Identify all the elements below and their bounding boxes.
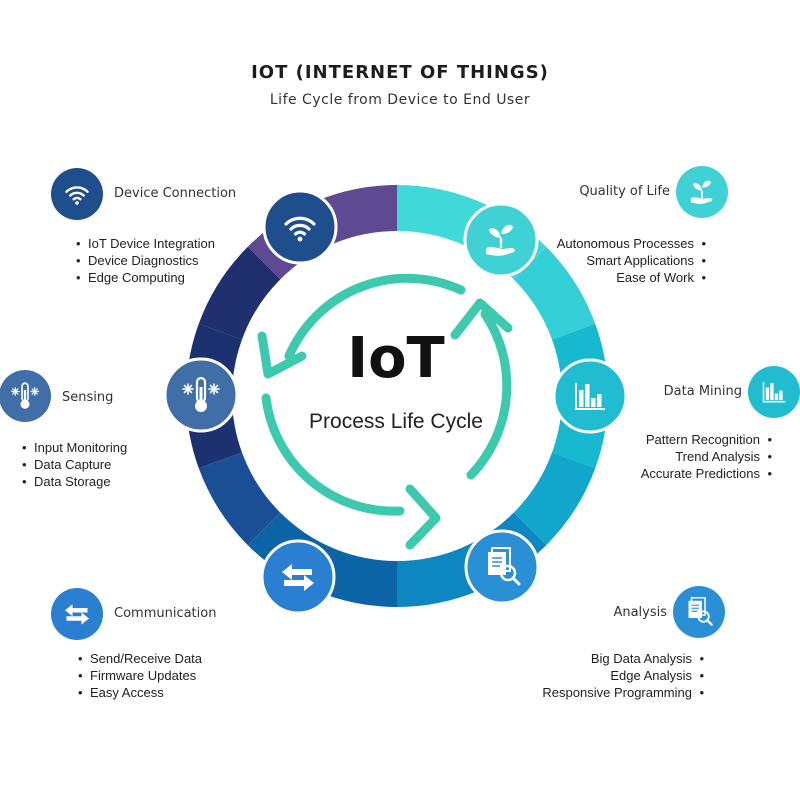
- page-title: IOT (INTERNET OF THINGS): [251, 62, 549, 83]
- ring-segment: [198, 452, 281, 546]
- list-item: Big Data Analysis: [542, 650, 704, 667]
- stage-label-communication: Communication: [114, 606, 217, 621]
- ring-segment: [513, 246, 596, 340]
- list-item: Send/Receive Data: [78, 650, 202, 667]
- stage-label-quality-of-life: Quality of Life: [579, 184, 670, 199]
- page-subtitle: Life Cycle from Device to End User: [269, 92, 531, 108]
- ring-icon-data-mining: [552, 358, 628, 434]
- list-item: Autonomous Processes: [557, 235, 707, 252]
- side-icon-sensing: [0, 370, 51, 422]
- list-item: Input Monitoring: [22, 439, 127, 456]
- list-item: Data Capture: [22, 456, 127, 473]
- stage-label-analysis: Analysis: [613, 605, 667, 620]
- cycle-arrow-left-head: [257, 331, 307, 379]
- list-item: Accurate Predictions: [641, 465, 772, 482]
- cycle-arrow-bottom-head: [405, 484, 441, 550]
- stage-list-device-connection: IoT Device Integration Device Diagnostic…: [76, 235, 215, 286]
- ring-segment: [513, 452, 596, 546]
- center-subtitle: Process Life Cycle: [309, 410, 483, 433]
- ring-icon-sensing: [163, 357, 239, 433]
- stage-list-data-mining: Pattern Recognition Trend Analysis Accur…: [641, 431, 772, 482]
- stage-list-communication: Send/Receive Data Firmware Updates Easy …: [78, 650, 202, 701]
- list-item: Smart Applications: [557, 252, 706, 269]
- ring-icon-quality-of-life: [463, 202, 539, 278]
- center-title: IoT: [347, 326, 445, 391]
- cycle-arrow-left: [284, 273, 466, 361]
- cycle-arrow-right-head: [450, 298, 513, 340]
- stage-label-sensing: Sensing: [62, 390, 114, 405]
- stage-label-device-connection: Device Connection: [114, 186, 237, 201]
- cycle-arrow-right: [466, 309, 512, 480]
- ring-icon-analysis: [464, 529, 540, 605]
- stage-list-quality-of-life: Autonomous Processes Smart Applications …: [557, 235, 707, 286]
- list-item: IoT Device Integration: [76, 235, 215, 252]
- outer-ring: [185, 185, 609, 607]
- list-item: Data Storage: [22, 473, 127, 490]
- list-item: Easy Access: [78, 684, 202, 701]
- list-item: Edge Computing: [76, 269, 215, 286]
- list-item: Pattern Recognition: [641, 431, 772, 448]
- cycle-arrows: [257, 273, 513, 550]
- side-icon-data-mining: [748, 366, 800, 418]
- side-icon-analysis: [673, 586, 725, 638]
- list-item: Ease of Work: [557, 269, 706, 286]
- side-icon-communication: [51, 588, 103, 640]
- ring-icon-communication: [260, 539, 336, 615]
- ring-segment: [198, 246, 281, 340]
- list-item: Edge Analysis: [542, 667, 704, 684]
- ring-icon-device-connection: [262, 189, 338, 265]
- list-item: Device Diagnostics: [76, 252, 215, 269]
- stage-list-sensing: Input Monitoring Data Capture Data Stora…: [22, 439, 127, 490]
- list-item: Trend Analysis: [641, 448, 772, 465]
- side-icon-device-connection: [51, 168, 103, 220]
- stage-list-analysis: Big Data Analysis Edge Analysis Responsi…: [542, 650, 704, 701]
- list-item: Firmware Updates: [78, 667, 202, 684]
- cycle-arrow-bottom: [261, 393, 405, 516]
- stage-label-data-mining: Data Mining: [663, 384, 742, 399]
- side-icon-quality-of-life: [676, 166, 728, 218]
- list-item: Responsive Programming: [542, 684, 704, 701]
